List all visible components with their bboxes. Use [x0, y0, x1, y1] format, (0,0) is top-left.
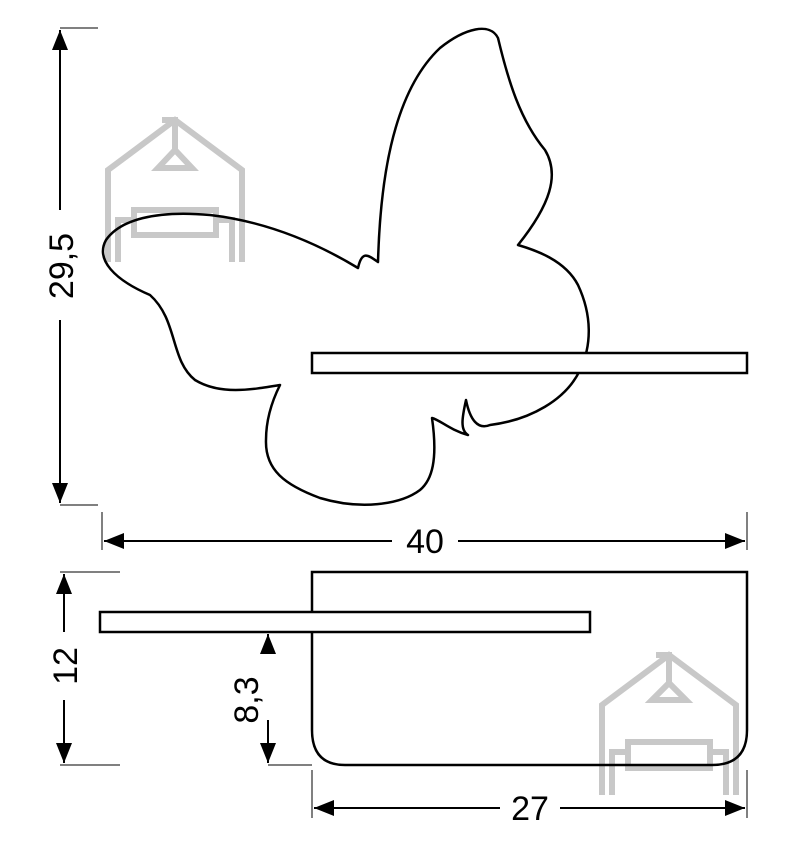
shelf-height-dimension: 8,3 [228, 634, 312, 766]
side-view-body [310, 570, 749, 767]
height-label: 29,5 [43, 233, 81, 299]
width-dimension: 40 [101, 512, 748, 561]
width-label: 40 [406, 523, 444, 561]
watermark-logo-bottom [599, 651, 739, 795]
front-shelf [310, 351, 749, 375]
side-view-shelf [98, 610, 592, 634]
height-dimension: 29,5 [43, 27, 98, 506]
shelf-height-label: 8,3 [228, 676, 266, 723]
depth-dimension: 27 [311, 770, 748, 828]
butterfly-outline [101, 27, 590, 506]
total-height-dimension: 12 [47, 571, 120, 766]
watermark-logo-top [105, 116, 245, 262]
depth-label: 27 [511, 790, 549, 828]
total-height-label: 12 [47, 647, 85, 685]
